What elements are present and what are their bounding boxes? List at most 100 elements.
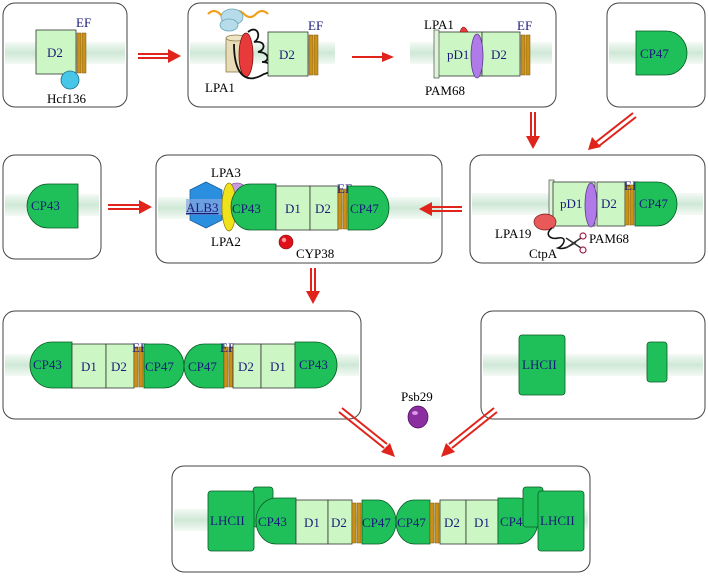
arrow <box>419 202 462 216</box>
arrow <box>338 407 395 457</box>
cytochrome-b559 <box>133 346 144 388</box>
cp47-label: CP47 <box>639 196 668 211</box>
lhcii-complex <box>537 490 585 552</box>
psb29-label: Psb29 <box>401 389 433 404</box>
lpa1-label: LPA1 <box>424 17 454 32</box>
lpa3-label: LPA3 <box>211 165 241 180</box>
d2-subunit <box>309 185 339 231</box>
panel-psii-lhcii-supercomplex: LHCII CP43 D1 D2 CP47 CP47 D2 D1 CP43 LH… <box>171 465 591 573</box>
d2-label: D2 <box>491 47 507 62</box>
arrow <box>352 52 394 62</box>
cp47-subunit <box>635 30 688 76</box>
psb29: Psb29 <box>401 389 433 429</box>
arrow <box>526 112 540 149</box>
ef-label: EF <box>76 15 91 30</box>
lhcii-label: LHCII <box>522 357 557 372</box>
panel-cp43-attachment: ALB3 CP43 D1 D2 EF CP47 LPA3 LPA2 CYP38 <box>155 154 443 264</box>
hcf136-protein <box>60 70 80 90</box>
d2-subunit <box>232 343 262 389</box>
lpa2-label: LPA2 <box>211 234 241 249</box>
arrow <box>306 268 320 304</box>
ef-label: EF <box>220 340 235 355</box>
cp43-subunit <box>294 341 338 389</box>
d2-label: D2 <box>444 515 460 530</box>
d1-label: D1 <box>474 515 490 530</box>
arrow <box>588 112 637 150</box>
cp47-subunit <box>634 181 678 227</box>
cp43-subunit <box>255 497 297 545</box>
pd1-label: pD1 <box>560 196 582 211</box>
pd1-label: pD1 <box>447 47 469 62</box>
lpa19-protein <box>533 213 557 231</box>
pam68-label: PAM68 <box>589 231 629 246</box>
panel-d2-hcf136: D2 EF Hcf136 <box>2 2 128 108</box>
arrow <box>108 200 152 214</box>
lhcii-complex <box>518 334 566 396</box>
d1-label: D1 <box>304 515 320 530</box>
panel-cp47: CP47 <box>606 2 706 108</box>
cp47-subunit <box>395 499 431 545</box>
lhcii-label: LHCII <box>540 513 575 528</box>
cytochrome-b559 <box>520 34 531 76</box>
d2-label: D2 <box>279 47 295 62</box>
d2-label: D2 <box>238 359 254 374</box>
ctpa-scissors-icon <box>565 232 587 254</box>
cytochrome-b559 <box>308 34 319 76</box>
d1-label: D1 <box>270 359 286 374</box>
cp43-label: CP43 <box>232 201 261 216</box>
d2-label: D2 <box>601 196 617 211</box>
nascent-chain <box>233 28 273 80</box>
cytochrome-b559 <box>429 502 440 544</box>
d2-label: D2 <box>315 201 331 216</box>
ef-label: EF <box>132 340 147 355</box>
alb3-label: ALB3 <box>186 200 219 215</box>
cp47-label: CP47 <box>397 515 426 530</box>
arrow <box>441 407 498 457</box>
arrow <box>138 49 181 63</box>
cp43-label: CP43 <box>258 514 287 529</box>
cp47-label: CP47 <box>350 201 379 216</box>
ef-label: EF <box>308 18 323 33</box>
d2-subunit <box>105 343 135 389</box>
panel-ctpa-processing: pD1 D2 EF CP47 LPA19 CtpA PAM68 <box>469 154 706 264</box>
psb29-protein <box>407 405 429 429</box>
lhcii-small-subunit <box>646 341 668 383</box>
d1-label: D1 <box>285 201 301 216</box>
panel-psii-dimer: CP43 D1 D2 EF CP47 CP47 EF D2 D1 CP43 <box>2 310 362 420</box>
cp43-label: CP43 <box>33 357 62 372</box>
cytochrome-b559 <box>337 188 348 230</box>
lhcii-label: LHCII <box>210 513 245 528</box>
d1-subunit <box>260 343 296 389</box>
lpa1-protein <box>459 26 469 33</box>
d1-label: D1 <box>81 359 97 374</box>
cp47-label: CP47 <box>188 359 217 374</box>
d1-subunit <box>295 499 329 545</box>
d2-subunit <box>267 31 309 77</box>
ef-label: EF <box>517 18 532 33</box>
cp43-label: CP43 <box>299 357 328 372</box>
cytochrome-b559 <box>76 32 87 74</box>
cp43-label: CP43 <box>31 198 60 213</box>
cp43-subunit <box>29 341 73 389</box>
panel-lhcii: LHCII <box>480 310 706 420</box>
cytochrome-b559 <box>351 502 362 544</box>
cytochrome-b559 <box>624 184 635 226</box>
d2-label: D2 <box>47 45 63 60</box>
d2-label: D2 <box>331 515 347 530</box>
cyp38-protein <box>278 234 294 250</box>
cp47-subunit <box>347 185 390 231</box>
lpa19-label: LPA19 <box>495 226 531 241</box>
panel-cp43: CP43 <box>2 154 102 260</box>
d2-subunit <box>481 31 521 77</box>
lpa1-label: LPA1 <box>205 80 235 95</box>
cp47-label: CP47 <box>640 46 669 61</box>
cp47-label: CP47 <box>362 515 391 530</box>
d1-subunit <box>465 499 499 545</box>
panel-lpa1-pd1: LPA1 D2 EF pD1 D2 LPA1 EF PAM68 <box>187 2 557 108</box>
hcf136-label: Hcf136 <box>47 91 86 106</box>
cyp38-label: CYP38 <box>296 246 334 261</box>
cp43-label: CP43 <box>500 514 529 529</box>
pam68-protein <box>584 182 598 228</box>
cp43-subunit <box>230 183 277 231</box>
d2-label: D2 <box>111 359 127 374</box>
